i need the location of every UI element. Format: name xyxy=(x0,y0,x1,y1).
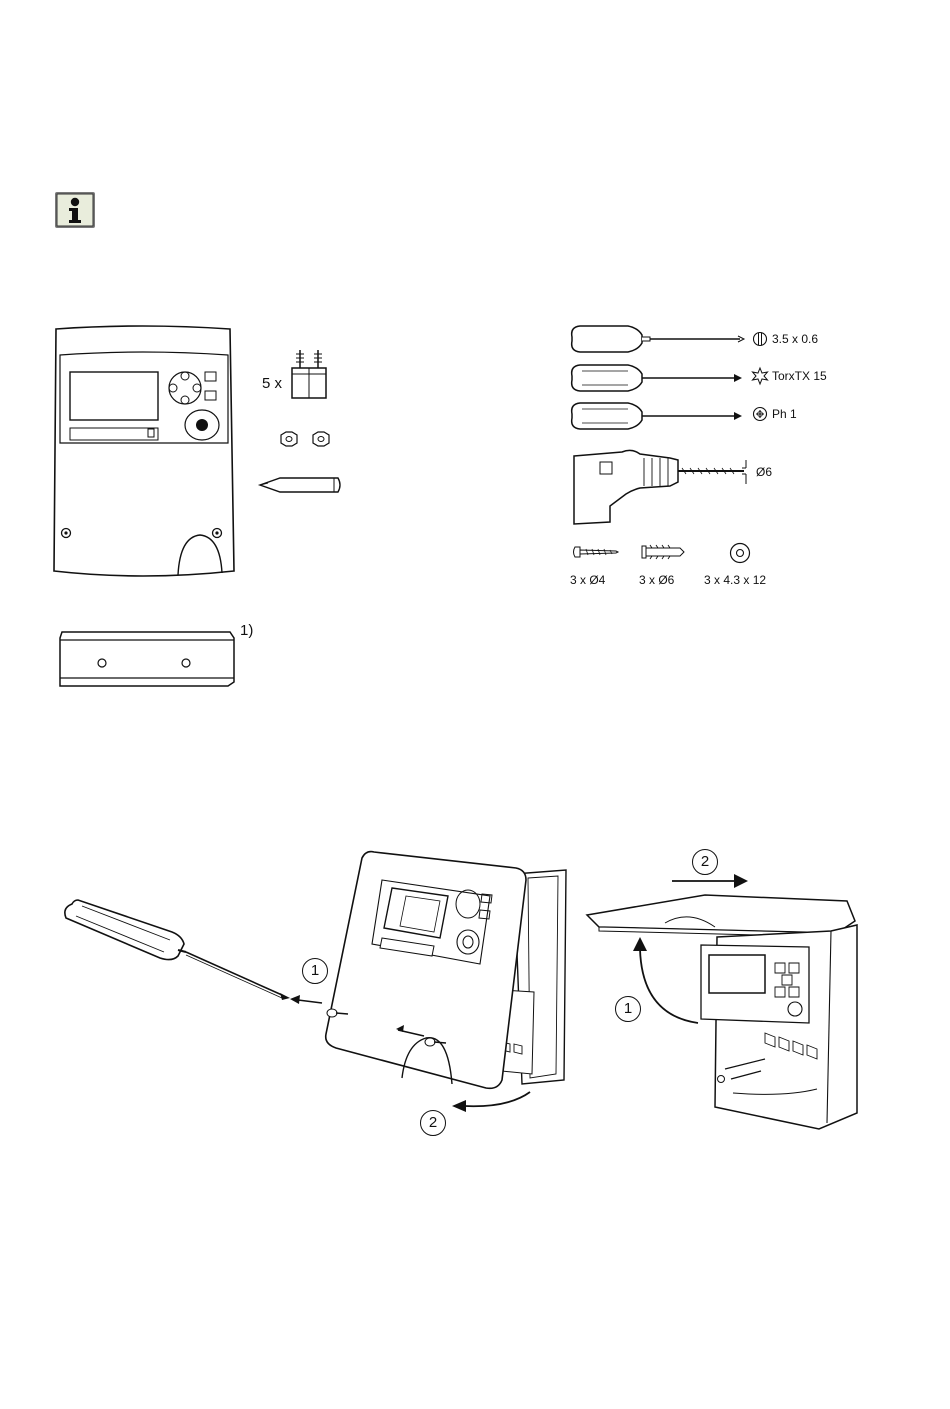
drill-bit-diameter: Ø6 xyxy=(756,465,772,479)
phillips-screw-icon xyxy=(752,406,768,422)
step-number-1: 1 xyxy=(615,996,641,1022)
screwdriver-removal-illustration xyxy=(60,900,300,1010)
torx-star-icon xyxy=(751,367,769,385)
flat-screwdriver-illustration xyxy=(568,323,748,353)
info-icon: i xyxy=(54,191,96,229)
step-number-2: 2 xyxy=(420,1110,446,1136)
flat-screwdriver-size: 3.5 x 0.6 xyxy=(772,332,818,346)
mounting-rail-illustration xyxy=(56,628,236,686)
torx-screwdriver-size: TorxTX 15 xyxy=(772,369,827,383)
step-number-1: 1 xyxy=(302,958,328,984)
slotted-screw-icon xyxy=(752,331,768,347)
washer-icon xyxy=(729,542,751,564)
drill-illustration xyxy=(570,446,760,528)
controller-cover-removal-illustration xyxy=(322,848,570,1093)
fixing-label: 3 x 4.3 x 12 xyxy=(704,573,766,587)
phillips-screwdriver-size: Ph 1 xyxy=(772,407,797,421)
terminal-connector-icon xyxy=(290,348,330,400)
screw-icon xyxy=(572,544,618,560)
fixing-label: 3 x Ø6 xyxy=(639,573,674,587)
footnote-marker: 1) xyxy=(240,622,253,639)
curved-arrow-up-icon xyxy=(632,935,702,1025)
arrow-right-icon xyxy=(670,873,748,889)
nut-icon xyxy=(279,430,335,448)
marking-pin-icon xyxy=(258,474,342,496)
wall-plug-icon xyxy=(640,543,686,561)
fixing-label: 3 x Ø4 xyxy=(570,573,605,587)
quantity-label-5x: 5 x xyxy=(262,375,282,392)
phillips-screwdriver-illustration xyxy=(568,400,748,430)
arrow-left-icon xyxy=(290,995,322,1009)
step-number-2: 2 xyxy=(692,849,718,875)
torx-screwdriver-illustration xyxy=(568,362,748,392)
curved-arrow-icon xyxy=(450,1088,532,1114)
controller-front-illustration xyxy=(50,325,235,580)
